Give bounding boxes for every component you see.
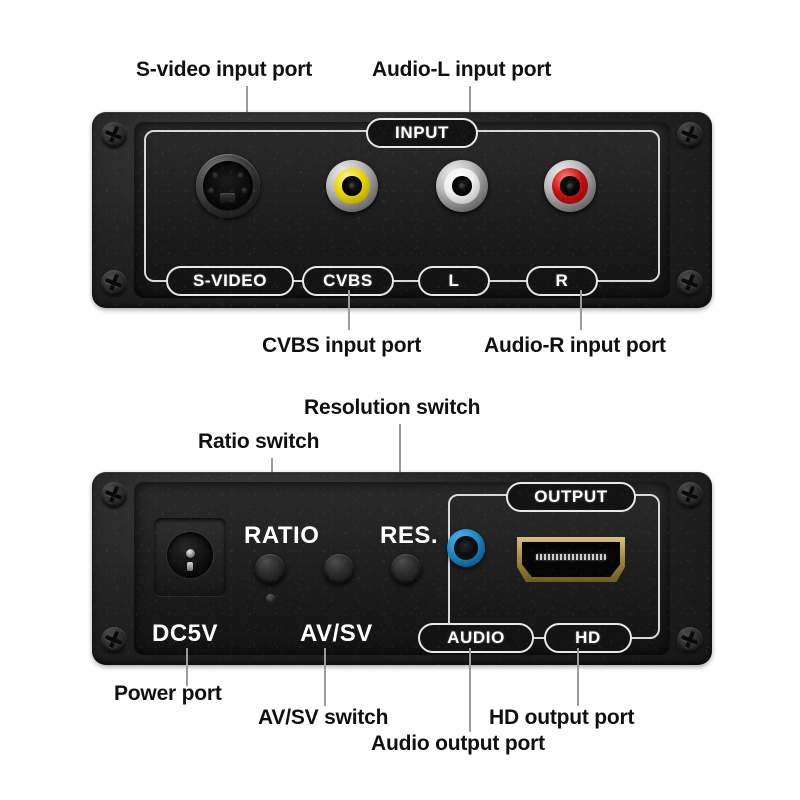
audio-r-center-pin [567,183,573,190]
label-output-group: OUTPUT [506,482,636,512]
avsv-button[interactable] [324,554,354,584]
annotation-audio-l-input-port: Audio-L input port [372,58,552,81]
leader-line-power-port [186,648,188,686]
cvbs-hole [342,176,362,196]
annotation-resolution-switch: Resolution switch [304,396,481,419]
annotation-ratio-switch: Ratio switch [198,430,320,453]
leader-line-cvbs [348,290,350,330]
audio-l-input-port[interactable] [436,160,488,212]
screw-top-left [101,482,127,508]
audio-l-hole [452,176,472,196]
leader-line-audio-output-port [469,648,471,732]
audio-r-input-port[interactable] [544,160,596,212]
audio-l-center-pin [459,183,465,190]
power-port-recess [154,518,226,596]
annotation-hd-output-port: HD output port [489,706,635,729]
screw-bottom-right [677,270,703,296]
label-dc5v-port: DC5V [152,620,219,647]
annotation-cvbs-input-port: CVBS input port [262,334,422,357]
cvbs-input-port[interactable] [326,160,378,212]
screw-bottom-right [677,627,703,653]
annotation-audio-r-input-port: Audio-R input port [484,334,666,357]
label-l-port: L [418,266,490,296]
annotation-av-sv-switch: AV/SV switch [258,706,389,729]
din-pin-1 [212,172,219,179]
label-input-group: INPUT [366,118,478,148]
annotation-power-port: Power port [114,682,222,705]
power-port-center-pin [185,549,195,559]
din-pin-2 [237,172,244,179]
power-led [266,594,275,603]
s-video-input-port[interactable] [196,154,260,218]
leader-line-hd-output-port [577,648,579,706]
s-video-port-inner [203,161,253,211]
screw-top-right [677,122,703,148]
hd-output-port[interactable] [517,537,625,582]
din-keyway [220,193,235,203]
ratio-button[interactable] [255,554,285,584]
annotation-s-video-input-port: S-video input port [136,58,313,81]
label-hd-port: HD [544,623,632,653]
audio-output-port[interactable] [447,529,485,567]
audio-output-port-hole [454,536,478,560]
leader-line-s-video [246,86,248,132]
hd-output-port-cavity [522,542,620,577]
label-res-button: RES. [380,522,439,549]
power-port[interactable] [167,532,213,578]
leader-line-audio-r [580,290,582,330]
back-panel-device: OUTPUT RATIO RES. DC5V AV/SV AU [92,472,712,665]
label-r-port: R [526,266,598,296]
din-pin-4 [241,187,248,194]
screw-bottom-left [101,270,127,296]
leader-line-av-sv-switch [324,648,326,706]
front-panel-device: INPUT [92,112,712,308]
label-audio-port: AUDIO [418,623,534,653]
screw-top-left [101,122,127,148]
screw-bottom-left [101,627,127,653]
din-pin-3 [208,187,215,194]
power-port-tab [187,561,193,571]
res-button[interactable] [391,554,421,584]
label-ratio-button: RATIO [244,522,320,549]
hd-output-port-pins [535,553,607,560]
label-s-video-port: S-VIDEO [166,266,294,296]
annotation-audio-output-port: Audio output port [371,732,545,755]
cvbs-center-pin [349,183,355,190]
audio-r-hole [560,176,580,196]
label-avsv-port: AV/SV [300,620,373,647]
screw-top-right [677,482,703,508]
